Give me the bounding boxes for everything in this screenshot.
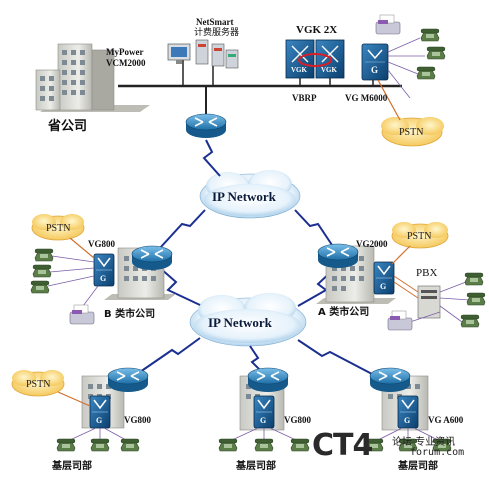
branch-b-pstn-label: PSTN: [46, 223, 71, 234]
lower-cloud-label: IP Network: [208, 315, 272, 330]
vgk-gatekeeper-pair: [285, 39, 345, 79]
vbrp-label: VBRP: [292, 93, 317, 103]
hq-pstn-cloud: [381, 117, 444, 147]
netsmart-label-line1: NetSmart: [196, 17, 234, 27]
vgk-label: VGK 2X: [296, 24, 338, 36]
watermark-domain: forum.com: [410, 447, 465, 458]
grassroots-1-name: 基层司部: [52, 461, 92, 472]
watermark-logo: CT4: [312, 428, 373, 463]
grassroots-1-pstn-label: PSTN: [26, 379, 51, 390]
netsmart-label-line2: 计费服务器: [194, 28, 240, 38]
pbx-label: PBX: [416, 267, 438, 279]
grassroots-3-name: 基层司部: [398, 461, 438, 472]
branch-b-gw-badge: G: [100, 274, 107, 283]
hq-name-label: 省公司: [48, 119, 88, 134]
watermark-tagline: 论坛 专业资讯: [392, 437, 456, 448]
netsmart-server-icon: [195, 39, 239, 69]
branch-a-name: A 类市公司: [318, 307, 370, 318]
grassroots-2-name: 基层司部: [236, 461, 276, 472]
grassroots-2-vg-label: VG800: [284, 415, 311, 425]
branch-b-vg-label: VG800: [88, 239, 115, 249]
grassroots-1-pstn-cloud: [11, 370, 65, 397]
upper-cloud-label: IP Network: [212, 189, 276, 204]
branch-a-gw-badge: G: [380, 282, 387, 291]
upper-ip-network-cloud: [199, 170, 301, 219]
branch-b-pstn-cloud: [31, 214, 85, 241]
wan-links: [139, 139, 373, 375]
vgk-badge-2: VGK: [321, 66, 337, 74]
branch-a-vg-label: VG2000: [356, 239, 388, 249]
grassroots-3-gw-badge: G: [404, 416, 411, 425]
hq-pstn-label: PSTN: [399, 127, 424, 138]
branch-a-pstn-label: PSTN: [407, 231, 432, 242]
grassroots-1-gw-badge: G: [96, 416, 103, 425]
mypower-label-line1: MyPower: [106, 47, 144, 57]
vg-m6000-gateway: [361, 43, 389, 81]
lower-ip-network-cloud: [189, 293, 307, 347]
hq-building: [35, 43, 150, 112]
branch-b-name: B 类市公司: [104, 309, 156, 320]
branch-a-pstn-cloud: [391, 222, 449, 249]
mypower-label-line2: VCM2000: [106, 58, 146, 68]
grassroots-1-vg-label: VG800: [124, 415, 151, 425]
vg-m6000-badge: G: [371, 65, 379, 75]
pbx-icon: [417, 285, 441, 319]
grassroots-2-gw-badge: G: [260, 416, 267, 425]
vg-m6000-label: VG M6000: [345, 93, 388, 103]
vgk-badge-1: VGK: [291, 66, 307, 74]
grassroots-3-vg-label: VG A600: [428, 415, 464, 425]
mypower-workstation-icon: [167, 43, 191, 64]
